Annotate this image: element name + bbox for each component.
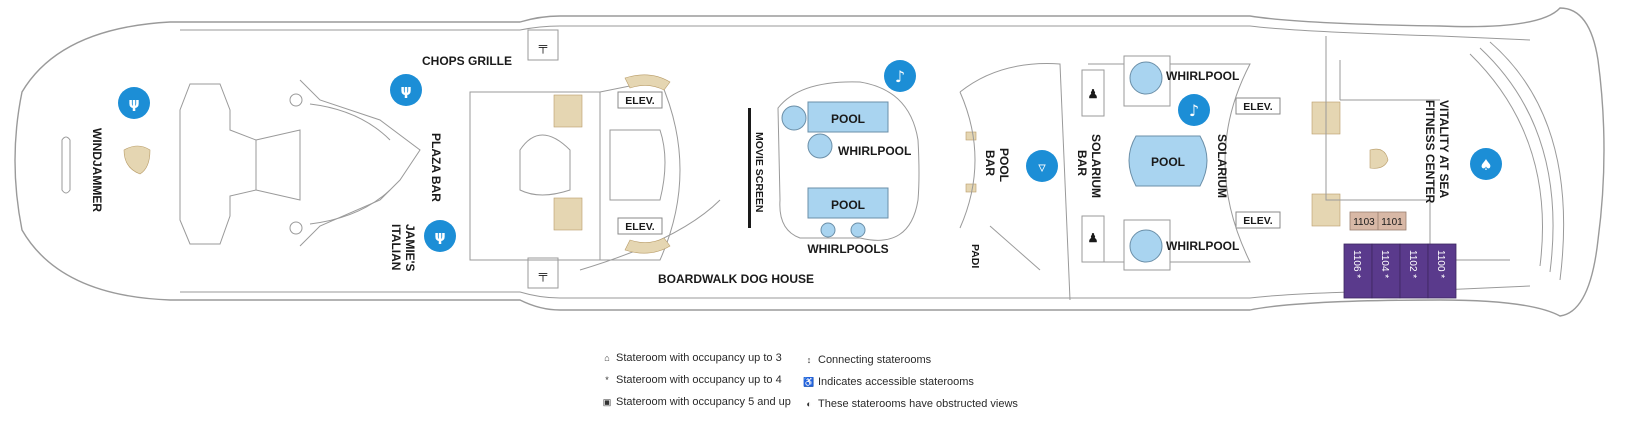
elevator-label: ELEV.: [1243, 101, 1272, 113]
legend-item: ▣Stateroom with occupancy 5 and up: [600, 396, 791, 408]
stateroom[interactable]: [1371, 243, 1401, 299]
venue-windjammer[interactable]: WINDJAMMER: [90, 128, 104, 212]
whirlpools-label: WHIRLPOOLS: [807, 242, 888, 256]
whirlpool: [1129, 229, 1163, 263]
deck-plan: ╤ ╤ ELEV. ELEV. ELEV. ELEV. MOVIE SCREEN…: [14, 7, 1605, 317]
legend-item: ↕Connecting staterooms: [802, 354, 931, 366]
stairs: [553, 197, 583, 231]
door-icon: ╤: [538, 39, 548, 54]
svg-text:ψ: ψ: [400, 83, 411, 99]
stateroom-number: 1103: [1353, 217, 1375, 228]
stairs: [965, 131, 977, 141]
pool-label: POOL: [1151, 155, 1185, 169]
stairs: [123, 145, 151, 175]
whirlpool-label: WHIRLPOOL: [1166, 239, 1239, 253]
legend-item: *Stateroom with occupancy up to 4: [600, 374, 781, 386]
whirlpool: [850, 222, 866, 238]
venue-solarium-bar-line1[interactable]: SOLARIUM: [1089, 134, 1103, 198]
pool-label: POOL: [831, 112, 865, 126]
venue-jamies-italian-line1[interactable]: JAMIE'S: [403, 224, 417, 272]
legend: ⌂Stateroom with occupancy up to 3 *State…: [600, 352, 1060, 422]
stairs: [624, 74, 671, 91]
venue-boardwalk-dog-house[interactable]: BOARDWALK DOG HOUSE: [658, 272, 814, 286]
occupancy-3-icon: ⌂: [604, 353, 610, 363]
whirlpool-label: WHIRLPOOL: [1166, 69, 1239, 83]
occupancy-5-icon: ▣: [602, 397, 612, 407]
occupancy-4-icon: *: [605, 375, 609, 385]
stairs: [624, 237, 671, 254]
movie-screen: [748, 108, 751, 228]
pool-top: [807, 101, 889, 133]
movie-screen-label: MOVIE SCREEN: [753, 132, 765, 213]
whirlpool: [781, 105, 807, 131]
dining-icon[interactable]: ψ: [424, 220, 456, 252]
stairs: [965, 183, 977, 193]
legend-item: ♿Indicates accessible staterooms: [803, 376, 974, 388]
accessible-icon: ♿: [803, 377, 815, 387]
stairs: [553, 94, 583, 128]
svg-text:▿: ▿: [1038, 158, 1046, 176]
venue-pool-bar-line2[interactable]: BAR: [983, 150, 997, 176]
bar-icon[interactable]: ▿: [1026, 150, 1058, 182]
elevator-label: ELEV.: [625, 221, 654, 233]
venue-chops-grille[interactable]: CHOPS GRILLE: [422, 54, 512, 68]
legend-item: ⌂Stateroom with occupancy up to 3: [600, 352, 781, 364]
stateroom[interactable]: [1343, 243, 1373, 299]
solarium-pool: [1128, 135, 1208, 187]
fitness-icon[interactable]: ♠: [1470, 148, 1502, 180]
obstructed-icon: ◐: [806, 399, 812, 409]
stateroom-number: 1101: [1381, 217, 1403, 228]
stateroom-number: 1100 *: [1435, 250, 1446, 278]
stateroom-number: 1104 *: [1379, 250, 1390, 278]
restroom-icon: ♟: [1088, 87, 1099, 101]
whirlpool: [807, 133, 833, 159]
venue-solarium[interactable]: SOLARIUM: [1215, 134, 1229, 198]
svg-text:♠: ♠: [1479, 156, 1492, 174]
venue-pool-bar-line1[interactable]: POOL: [997, 148, 1011, 182]
whirlpool: [820, 222, 836, 238]
whirlpool-label: WHIRLPOOL: [838, 144, 911, 158]
legend-item: ◐These staterooms have obstructed views: [802, 398, 1018, 410]
music-icon[interactable]: ♪: [1178, 94, 1210, 126]
venue-plaza-bar[interactable]: PLAZA BAR: [429, 133, 443, 202]
dining-icon[interactable]: ψ: [390, 74, 422, 106]
stateroom[interactable]: [1427, 243, 1457, 299]
pool-bottom: [807, 187, 889, 219]
venue-vitality-line2[interactable]: FITNESS CENTER: [1423, 100, 1437, 204]
venue-vitality-line1[interactable]: VITALITY AT SEA: [1437, 100, 1451, 199]
dining-icon[interactable]: ψ: [118, 87, 150, 119]
svg-text:ψ: ψ: [434, 229, 445, 245]
venue-padi[interactable]: PADI: [969, 244, 981, 268]
venue-solarium-bar-line2[interactable]: BAR: [1075, 150, 1089, 176]
restroom-icon: ♟: [1088, 231, 1099, 245]
connecting-icon: ↕: [806, 355, 812, 365]
stateroom-number: 1102 *: [1407, 250, 1418, 278]
door-icon: ╤: [538, 267, 548, 282]
stateroom-number: 1106 *: [1351, 250, 1362, 278]
stateroom[interactable]: [1399, 243, 1429, 299]
pool-label: POOL: [831, 198, 865, 212]
svg-text:ψ: ψ: [128, 96, 139, 112]
venue-jamies-italian-line2[interactable]: ITALIAN: [389, 224, 403, 270]
elevator-label: ELEV.: [625, 95, 654, 107]
elevator-label: ELEV.: [1243, 215, 1272, 227]
svg-text:♪: ♪: [1189, 101, 1199, 120]
stairs: [1369, 148, 1389, 169]
svg-text:♪: ♪: [895, 67, 905, 86]
music-icon[interactable]: ♪: [884, 60, 916, 92]
whirlpool: [1129, 61, 1163, 95]
